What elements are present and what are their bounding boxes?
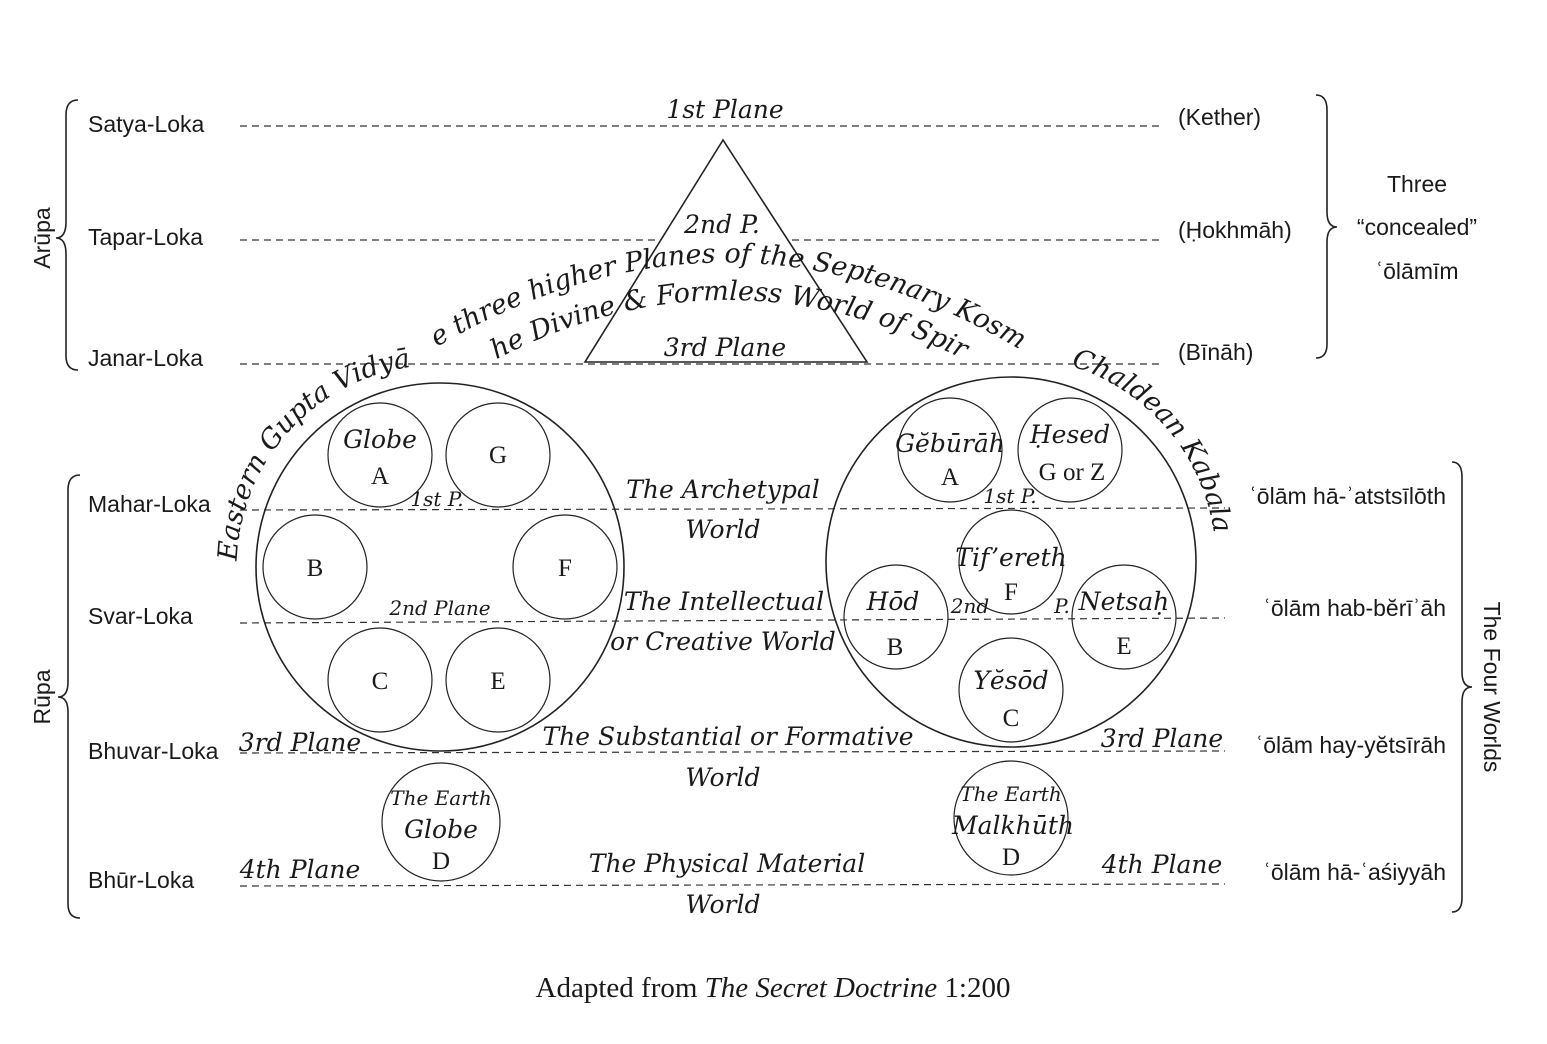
- rupa-label: Rūpa: [29, 669, 55, 724]
- globe-letter: E: [490, 668, 505, 695]
- sephirah-name: Tif’ereth: [955, 543, 1066, 572]
- physical-world: The Physical Material: [589, 849, 865, 878]
- plane-label: 3rd Plane: [239, 728, 361, 757]
- sephirah-circle: [1017, 397, 1123, 503]
- earth-letter: D: [432, 848, 450, 875]
- caption-ref: 1:200: [937, 972, 1010, 1004]
- plane-label: 2nd Plane: [388, 596, 490, 620]
- loka-label: Svar-Loka: [88, 603, 193, 629]
- concealed-label: “concealed”: [1357, 214, 1477, 240]
- sephirah-circle: [843, 564, 949, 670]
- loka-label: Janar-Loka: [88, 345, 203, 371]
- second-plane-label: 2nd P.: [683, 210, 760, 239]
- intellectual-world: The Intellectual: [624, 587, 824, 616]
- globe-circle: [512, 514, 618, 620]
- earth-label: The Earth: [960, 782, 1061, 806]
- globe-name: Globe: [343, 425, 417, 454]
- plane-label: 4th Plane: [1101, 850, 1223, 879]
- archetypal-world: World: [686, 515, 761, 544]
- sephirah-circle: [1071, 564, 1177, 670]
- plane-label: 2nd: [950, 594, 989, 618]
- plane-label: P.: [1053, 594, 1070, 618]
- eastern-gupta-vidya-group: Eastern Gupta Vidyā Globe A G B F C E 1s…: [213, 343, 625, 884]
- chaldean-outer-circle: [825, 376, 1197, 748]
- sephirah-label: (Ḥokhmāh): [1178, 217, 1292, 243]
- earth-letter: D: [1002, 844, 1020, 871]
- globe-circle: [262, 514, 368, 620]
- sephirah-letter: G or Z: [1039, 459, 1106, 486]
- sephirah-letter: A: [941, 464, 959, 491]
- loka-label: Satya-Loka: [88, 111, 205, 137]
- sephirah-name: Hōd: [866, 587, 920, 616]
- caption: Adapted from The Secret Doctrine 1:200: [536, 972, 1011, 1004]
- world-labels: The Archetypal World The Intellectual or…: [542, 475, 913, 919]
- globe-letter: G: [489, 442, 507, 469]
- sephirah-name: Netsaḥ: [1078, 587, 1170, 616]
- loka-label: Bhūr-Loka: [88, 867, 194, 893]
- plane-label: 4th Plane: [239, 855, 361, 884]
- sephirah-label: (Bīnāh): [1178, 339, 1253, 365]
- globe-letter: C: [372, 668, 389, 695]
- triangle: [583, 138, 869, 363]
- archetypal-world: The Archetypal: [626, 475, 820, 504]
- formative-world: World: [686, 763, 761, 792]
- olam-label: ʿōlām hā-ʾatstsīlōth: [1249, 483, 1446, 509]
- loka-label: Mahar-Loka: [88, 491, 211, 517]
- sephirah-letter: F: [1004, 579, 1018, 606]
- rupa-brace: [57, 474, 81, 919]
- arupa-brace: [55, 99, 79, 371]
- third-plane-label: 3rd Plane: [664, 333, 786, 362]
- arupa-label: Arūpa: [29, 207, 55, 269]
- sephirah-letter: C: [1003, 705, 1020, 732]
- globe-circle: [445, 627, 551, 733]
- sephirah-label: (Kether): [1178, 104, 1261, 130]
- globe-circle: [327, 627, 433, 733]
- four-worlds-label: The Four Worlds: [1479, 602, 1505, 773]
- sephirah-letter: B: [887, 634, 904, 661]
- plane-line-4: [239, 507, 1226, 511]
- plane-line-6: [239, 750, 1226, 754]
- globe-letter: B: [307, 555, 324, 582]
- sephirah-name: Gĕbūrāh: [895, 429, 1005, 458]
- concealed-label: ʿōlāmīm: [1375, 258, 1458, 284]
- globe-letter: F: [558, 555, 572, 582]
- earth-label: Malkhūth: [951, 811, 1074, 840]
- loka-label: Tapar-Loka: [88, 224, 203, 250]
- sephirah-name: Yĕsōd: [973, 666, 1048, 695]
- globe-circle: [327, 402, 433, 508]
- intellectual-world: or Creative World: [610, 627, 836, 656]
- sephirah-name: Ḥesed: [1029, 420, 1110, 449]
- sephirah-circle: [958, 509, 1064, 615]
- caption-prefix: Adapted from: [536, 972, 705, 1004]
- eastern-outer-circle: [255, 382, 625, 752]
- plane-line-7: [239, 883, 1226, 887]
- first-plane-label: 1st Plane: [666, 95, 783, 124]
- loka-label: Bhuvar-Loka: [88, 738, 219, 764]
- loka-labels: Satya-Loka Tapar-Loka Janar-Loka Mahar-L…: [88, 111, 219, 893]
- globe-letter: A: [371, 463, 389, 490]
- sephirah-circle: [958, 637, 1064, 743]
- olam-label: ʿōlām hab-bĕrīʾāh: [1263, 595, 1446, 621]
- physical-world: World: [686, 890, 761, 919]
- caption-title: The Secret Doctrine: [705, 972, 938, 1004]
- plane-label: 3rd Plane: [1101, 724, 1223, 753]
- earth-globe-circle: [381, 762, 501, 882]
- plane-label: 1st P.: [410, 487, 463, 511]
- plane-label: 1st P.: [983, 484, 1036, 508]
- globe-circle: [445, 402, 551, 508]
- malkhuth-circle: [953, 760, 1069, 876]
- olam-label: ʿōlām hay-yĕtsīrāh: [1256, 732, 1446, 758]
- chaldean-kabala-group: Chaldean Kabala Gĕbūrāh A Ḥesed G or Z T…: [825, 343, 1238, 879]
- earth-label: The Earth: [390, 786, 491, 810]
- sephirah-letter: E: [1116, 633, 1131, 660]
- sephirah-circle: [897, 397, 1003, 503]
- earth-label: Globe: [404, 815, 478, 844]
- olam-label: ʿōlām hā-ʿaśiyyāh: [1263, 859, 1446, 885]
- plane-line-5: [239, 617, 1226, 624]
- concealed-label: Three: [1387, 171, 1447, 197]
- concealed-brace: [1315, 94, 1338, 359]
- formative-world: The Substantial or Formative: [542, 722, 913, 751]
- four-worlds-brace: [1451, 461, 1473, 913]
